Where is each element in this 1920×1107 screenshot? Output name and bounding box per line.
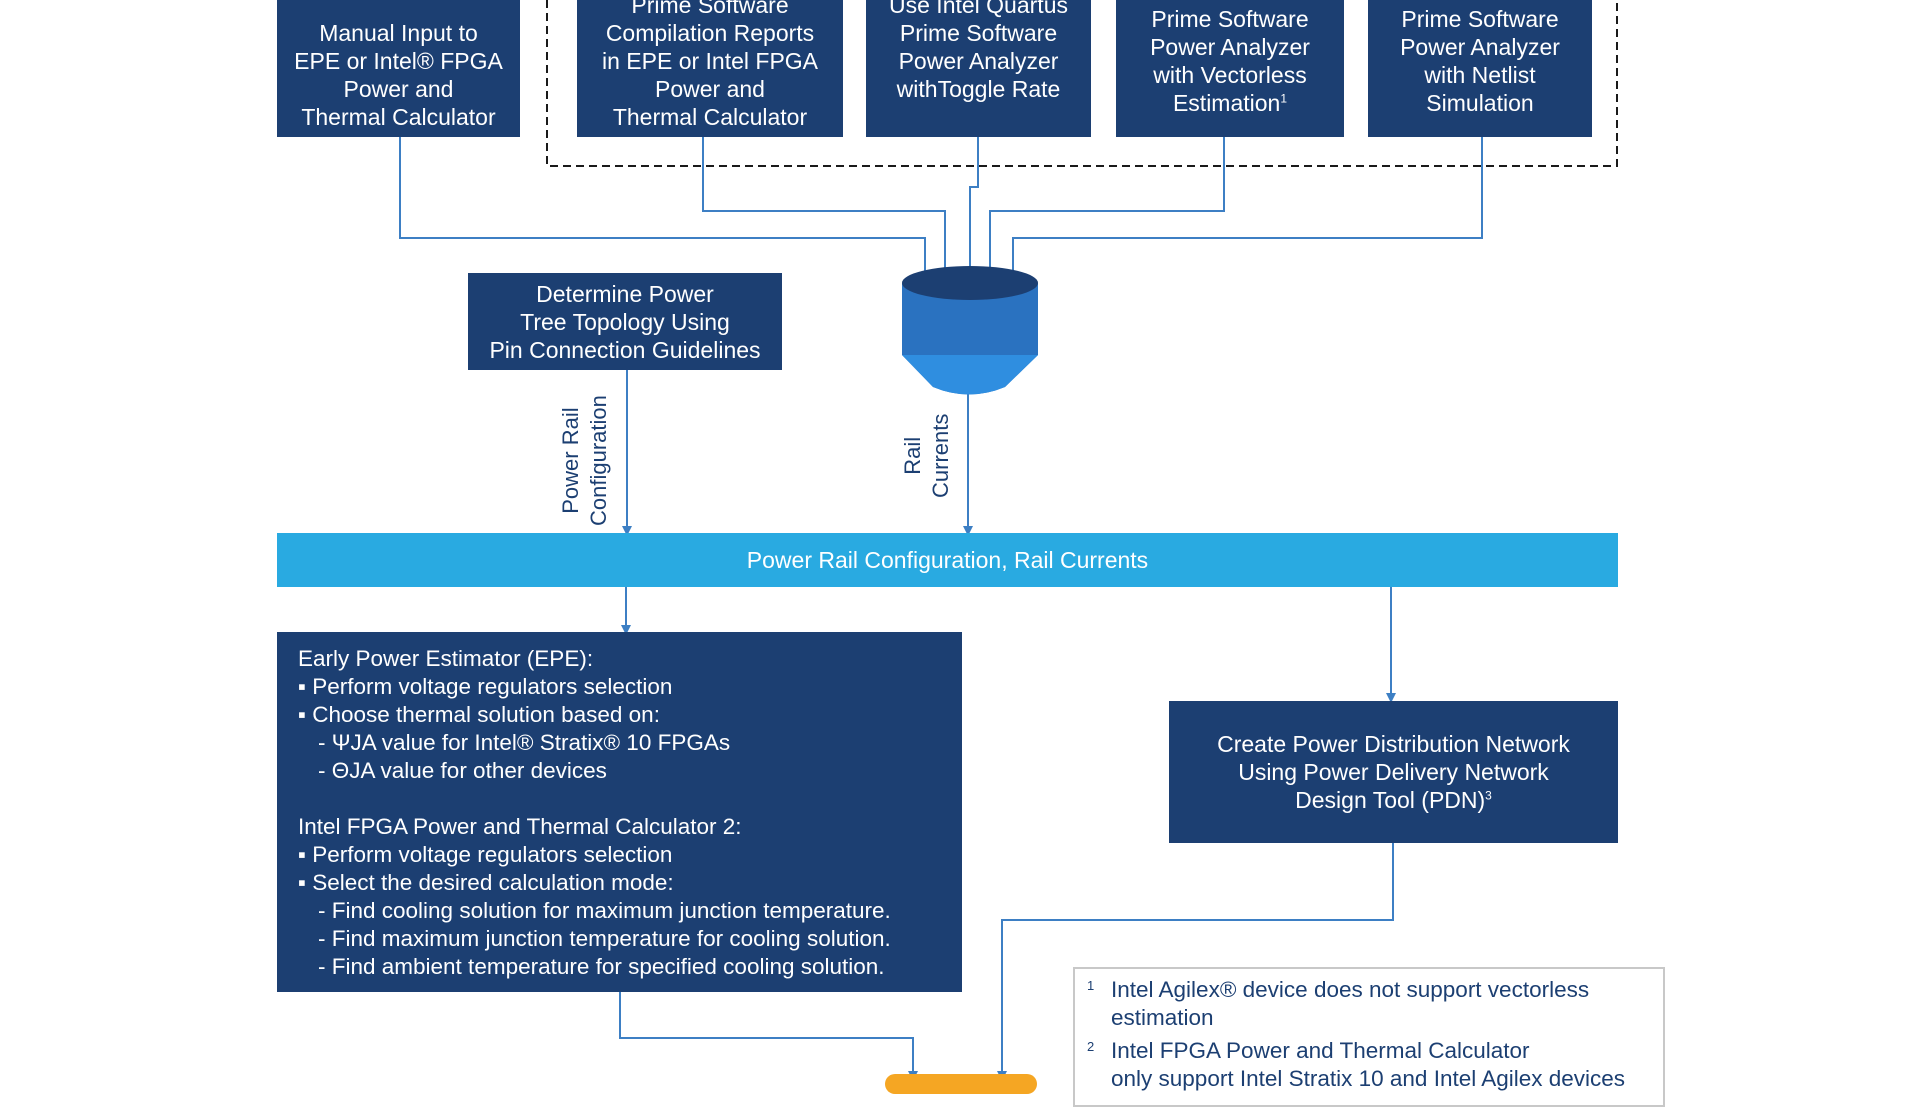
dashed-group-outline	[546, 0, 1618, 167]
epe-subitem: - Find cooling solution for maximum junc…	[318, 898, 891, 923]
box-power-tree-topology: Determine Power Tree Topology Using Pin …	[468, 273, 782, 370]
box-line: Simulation	[1426, 90, 1534, 116]
wire-vectorless-to-funnel	[985, 137, 1225, 289]
box-compilation-reports: Prime Software Compilation Reports in EP…	[577, 0, 843, 137]
wire-pdn-to-bottom	[997, 843, 1394, 1080]
box-line: Create Power Distribution Network	[1217, 731, 1570, 757]
box-line: Compilation Reports	[605, 20, 815, 46]
box-line: Power Analyzer	[898, 48, 1059, 74]
wire-manual-to-funnel	[399, 137, 930, 289]
footnote-ref: 1	[1280, 91, 1288, 106]
box-line: Manual Input to	[319, 20, 478, 46]
epe-bullet: ▪ Perform voltage regulators selection	[298, 674, 673, 699]
epe-subitem: - ΘJA value for other devices	[318, 758, 607, 783]
box-line: Using Power Delivery Network	[1238, 759, 1549, 785]
box-early-power-estimator: Early Power Estimator (EPE): ▪ Perform v…	[277, 632, 962, 992]
box-line: Estimation1	[1173, 89, 1287, 117]
epe-bullet: ▪ Select the desired calculation mode:	[298, 870, 674, 895]
wire-compilation-to-funnel	[702, 137, 950, 289]
label-power-rail-configuration: Power Rail Configuration	[557, 395, 613, 526]
flow-wires	[399, 0, 1618, 1080]
epe-subitem: - ΨJA value for Intel® Stratix® 10 FPGAs	[318, 730, 731, 755]
box-line: Tree Topology Using	[520, 308, 730, 335]
box-line: Determine Power	[536, 280, 714, 307]
box-line: Prime Software	[899, 20, 1058, 46]
label-line: Currents	[928, 413, 953, 498]
box-vectorless-estimation: Prime Software Power Analyzer with Vecto…	[1116, 0, 1344, 137]
epe-heading: Early Power Estimator (EPE):	[298, 646, 594, 671]
box-toggle-rate: Use Intel Quartus Prime Software Power A…	[866, 0, 1091, 137]
footnote-text: Intel Agilex® device does not support ve…	[1111, 977, 1590, 1002]
box-line: Thermal Calculator	[301, 104, 496, 130]
label-line: Power Rail	[558, 407, 583, 514]
box-line: with Netlist	[1424, 62, 1536, 88]
box-line: Power Analyzer	[1150, 34, 1310, 60]
box-line: Prime Software	[1151, 6, 1309, 32]
epe-bullet: ▪ Perform voltage regulators selection	[298, 842, 673, 867]
box-line: withToggle Rate	[896, 76, 1061, 102]
box-line: Design Tool (PDN)3	[1295, 786, 1492, 814]
box-line: Power Analyzer	[1400, 34, 1560, 60]
label-rail-currents: Rail Currents	[899, 414, 955, 498]
footnotes-box: 1 Intel Agilex® device does not support v…	[1073, 967, 1665, 1107]
label-line: Rail	[900, 436, 925, 475]
box-line: EPE or Intel® FPGA	[294, 48, 503, 74]
band-power-rail-rail-currents: Power Rail Configuration, Rail Currents	[277, 533, 1618, 587]
box-line-text: Design Tool (PDN)	[1295, 787, 1486, 813]
footnote-line: 1 Intel Agilex® device does not support v…	[1087, 976, 1663, 1004]
wire-netlist-to-funnel	[1008, 137, 1483, 289]
footnote-text: estimation	[1111, 1005, 1214, 1030]
funnel-icon	[902, 266, 1038, 395]
footnote-number: 1	[1087, 978, 1095, 993]
box-line: Pin Connection Guidelines	[489, 336, 761, 363]
bottom-terminal-shape	[885, 1074, 1037, 1094]
label-line: Configuration	[586, 395, 611, 526]
box-line: Use Intel Quartus	[889, 0, 1068, 18]
footnote-number: 2	[1087, 1039, 1095, 1054]
box-line: in EPE or Intel FPGA	[601, 48, 819, 74]
box-line: Power and	[343, 76, 454, 102]
footnote-text: only support Intel Stratix 10 and Intel …	[1111, 1066, 1626, 1091]
epe-bullet: ▪ Choose thermal solution based on:	[298, 702, 660, 727]
wire-epe-to-bottom	[619, 992, 918, 1080]
footnote-ref: 3	[1485, 788, 1492, 803]
epe-gap	[298, 785, 962, 813]
wire-toggle-to-funnel	[965, 137, 979, 293]
epe-heading: Intel FPGA Power and Thermal Calculator …	[298, 814, 742, 839]
box-line: Power and	[655, 76, 765, 102]
box-line: Prime Software	[1401, 6, 1559, 32]
footnote-line: 2 Intel FPGA Power and Thermal Calculator	[1087, 1037, 1663, 1065]
footnote-text: Intel FPGA Power and Thermal Calculator	[1111, 1038, 1530, 1063]
box-netlist-simulation: Prime Software Power Analyzer with Netli…	[1368, 0, 1592, 137]
box-line: Prime Software	[631, 0, 789, 18]
box-line: with Vectorless	[1153, 62, 1307, 88]
box-pdn-tool: Create Power Distribution Network Using …	[1169, 701, 1618, 843]
box-line-text: Estimation	[1172, 90, 1281, 116]
box-line: Thermal Calculator	[612, 104, 808, 130]
box-manual-input: Manual Input to EPE or Intel® FPGA Power…	[277, 0, 520, 137]
epe-subitem: - Find ambient temperature for specified…	[318, 954, 885, 979]
epe-subitem: - Find maximum junction temperature for …	[318, 926, 891, 951]
